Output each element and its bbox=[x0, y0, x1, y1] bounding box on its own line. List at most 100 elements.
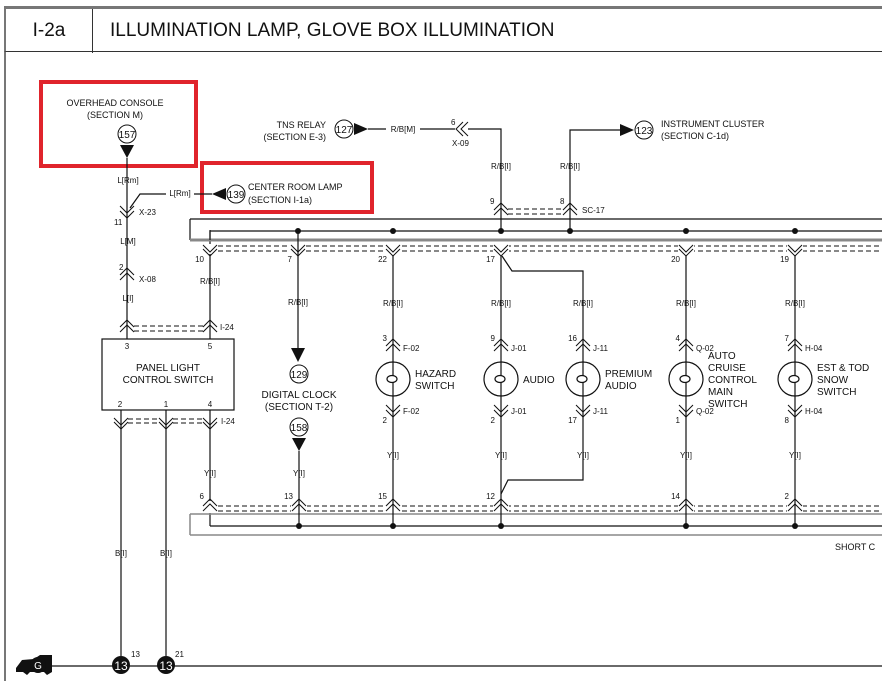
wire-label: R/B[I] bbox=[573, 299, 593, 308]
connector-label: J-01 bbox=[511, 344, 527, 353]
joint-splice-top: 20 bbox=[671, 228, 694, 264]
top-joint-connector bbox=[189, 218, 882, 252]
ground-point: 13 21 bbox=[157, 650, 184, 674]
svg-text:21: 21 bbox=[175, 650, 184, 659]
lamp-label: SWITCH bbox=[415, 381, 454, 392]
center-room-lamp-label: CENTER ROOM LAMP bbox=[248, 182, 343, 192]
wire-label: Y[I] bbox=[293, 469, 305, 478]
pin-number: 14 bbox=[671, 492, 680, 501]
instrument-cluster-ref-circle: 123 bbox=[634, 120, 654, 140]
junction-dot bbox=[390, 228, 396, 234]
connector-label: J-11 bbox=[593, 407, 609, 416]
diagram-title: ILLUMINATION LAMP, GLOVE BOX ILLUMINATIO… bbox=[110, 20, 555, 41]
connector-label: X-23 bbox=[139, 208, 156, 217]
arrow-left-icon bbox=[212, 188, 226, 200]
lamp-bulb-icon bbox=[668, 361, 704, 397]
connector-label: H-04 bbox=[805, 344, 823, 353]
section-id: I-2a bbox=[6, 9, 93, 53]
wire-label: R/B[I] bbox=[200, 277, 220, 286]
joint-splice-top: 19 bbox=[780, 228, 803, 264]
highlight-box-center-room-lamp bbox=[200, 161, 374, 214]
pin-number: 1 bbox=[676, 416, 681, 425]
lamp-label: SNOW bbox=[817, 375, 849, 386]
digital-clock-section: (SECTION T-2) bbox=[265, 402, 333, 413]
wire-label: R/B[I] bbox=[288, 298, 308, 307]
connector-x23 bbox=[119, 205, 135, 219]
connector-label: X-08 bbox=[139, 275, 156, 284]
bottom-joint-connector bbox=[189, 505, 882, 536]
svg-text:123: 123 bbox=[636, 126, 653, 137]
wire-label: R/B[I] bbox=[560, 162, 580, 171]
lamp-bulb-icon bbox=[777, 361, 813, 397]
pin-number: 8 bbox=[560, 197, 565, 206]
wire-label: R/B[M] bbox=[391, 125, 415, 134]
pin-number: 3 bbox=[383, 334, 388, 343]
arrow-right-icon bbox=[354, 123, 368, 135]
wire-label: Y[I] bbox=[387, 451, 399, 460]
lamp-bulb-icon bbox=[565, 361, 601, 397]
connector-label: SC-17 bbox=[582, 206, 605, 215]
page-border bbox=[4, 52, 6, 681]
pin-number: 11 bbox=[114, 218, 123, 227]
joint-splice-top: 17 bbox=[486, 228, 509, 264]
tns-relay-section: (SECTION E-3) bbox=[263, 132, 326, 142]
highlight-box-overhead-console bbox=[39, 80, 198, 168]
center-room-lamp-ref-circle: 139 bbox=[226, 184, 246, 204]
pin-number: 8 bbox=[785, 416, 790, 425]
lamp-label: SWITCH bbox=[708, 399, 747, 410]
diagram-header: I-2a ILLUMINATION LAMP, GLOVE BOX ILLUMI… bbox=[4, 6, 882, 53]
wire-label: B[I] bbox=[160, 549, 172, 558]
pin-number: 19 bbox=[780, 255, 789, 264]
joint-splice-top: 10 bbox=[195, 244, 218, 264]
wire-label: Y[I] bbox=[495, 451, 507, 460]
lamp-label: EST & TOD bbox=[817, 363, 869, 374]
ground-vehicle-icon: G bbox=[16, 655, 52, 675]
pin-number: 12 bbox=[486, 492, 495, 501]
joint-splice-top: 7 bbox=[288, 228, 306, 264]
illumination-lamp: R/B[I]Y[I]4Q-021Q-02AUTOCRUISECONTROLMAI… bbox=[668, 256, 757, 526]
junction-dot bbox=[683, 228, 689, 234]
wire-label: R/B[I] bbox=[491, 162, 511, 171]
lamp-label: MAIN bbox=[708, 387, 733, 398]
pin-number: 20 bbox=[671, 255, 680, 264]
connector-label: J-01 bbox=[511, 407, 527, 416]
overhead-console-label: OVERHEAD CONSOLE bbox=[66, 98, 163, 108]
svg-text:G: G bbox=[34, 661, 42, 672]
connector-label: H-04 bbox=[805, 407, 823, 416]
joint-splice-bottom: 13 bbox=[284, 492, 307, 529]
wire-label: L[M] bbox=[120, 237, 136, 246]
pin-number: 2 bbox=[383, 416, 388, 425]
junction-dot bbox=[567, 228, 573, 234]
pin-number: 9 bbox=[490, 197, 495, 206]
lamp-label: AUDIO bbox=[523, 375, 555, 386]
connector-x08 bbox=[119, 267, 135, 281]
pin-number: 15 bbox=[378, 492, 387, 501]
arrow-down-icon bbox=[291, 348, 305, 362]
panel-switch-label: CONTROL SWITCH bbox=[123, 375, 214, 386]
pin-number: 3 bbox=[125, 342, 130, 351]
arrow-down-icon bbox=[120, 145, 134, 158]
pin-number: 10 bbox=[195, 255, 204, 264]
pin-number: 22 bbox=[378, 255, 387, 264]
wire-label: Y[I] bbox=[680, 451, 692, 460]
wire-label: Y[I] bbox=[204, 469, 216, 478]
svg-text:139: 139 bbox=[228, 190, 245, 201]
connector-label: Q-02 bbox=[696, 344, 714, 353]
pin-number: 6 bbox=[451, 118, 456, 127]
connector-label: F-02 bbox=[403, 344, 420, 353]
lamp-label: SWITCH bbox=[817, 387, 856, 398]
connector-x09 bbox=[455, 121, 469, 137]
connector-label: I-24 bbox=[221, 417, 235, 426]
instrument-cluster-section: (SECTION C-1d) bbox=[661, 131, 729, 141]
ground-point: 13 13 bbox=[112, 650, 140, 674]
svg-text:158: 158 bbox=[291, 423, 308, 434]
digital-clock-ref-out-circle: 158 bbox=[289, 417, 309, 437]
lamp-bulb-icon bbox=[483, 361, 519, 397]
connector-sc17 bbox=[493, 202, 578, 216]
svg-text:129: 129 bbox=[291, 370, 308, 381]
pin-number: 9 bbox=[491, 334, 496, 343]
